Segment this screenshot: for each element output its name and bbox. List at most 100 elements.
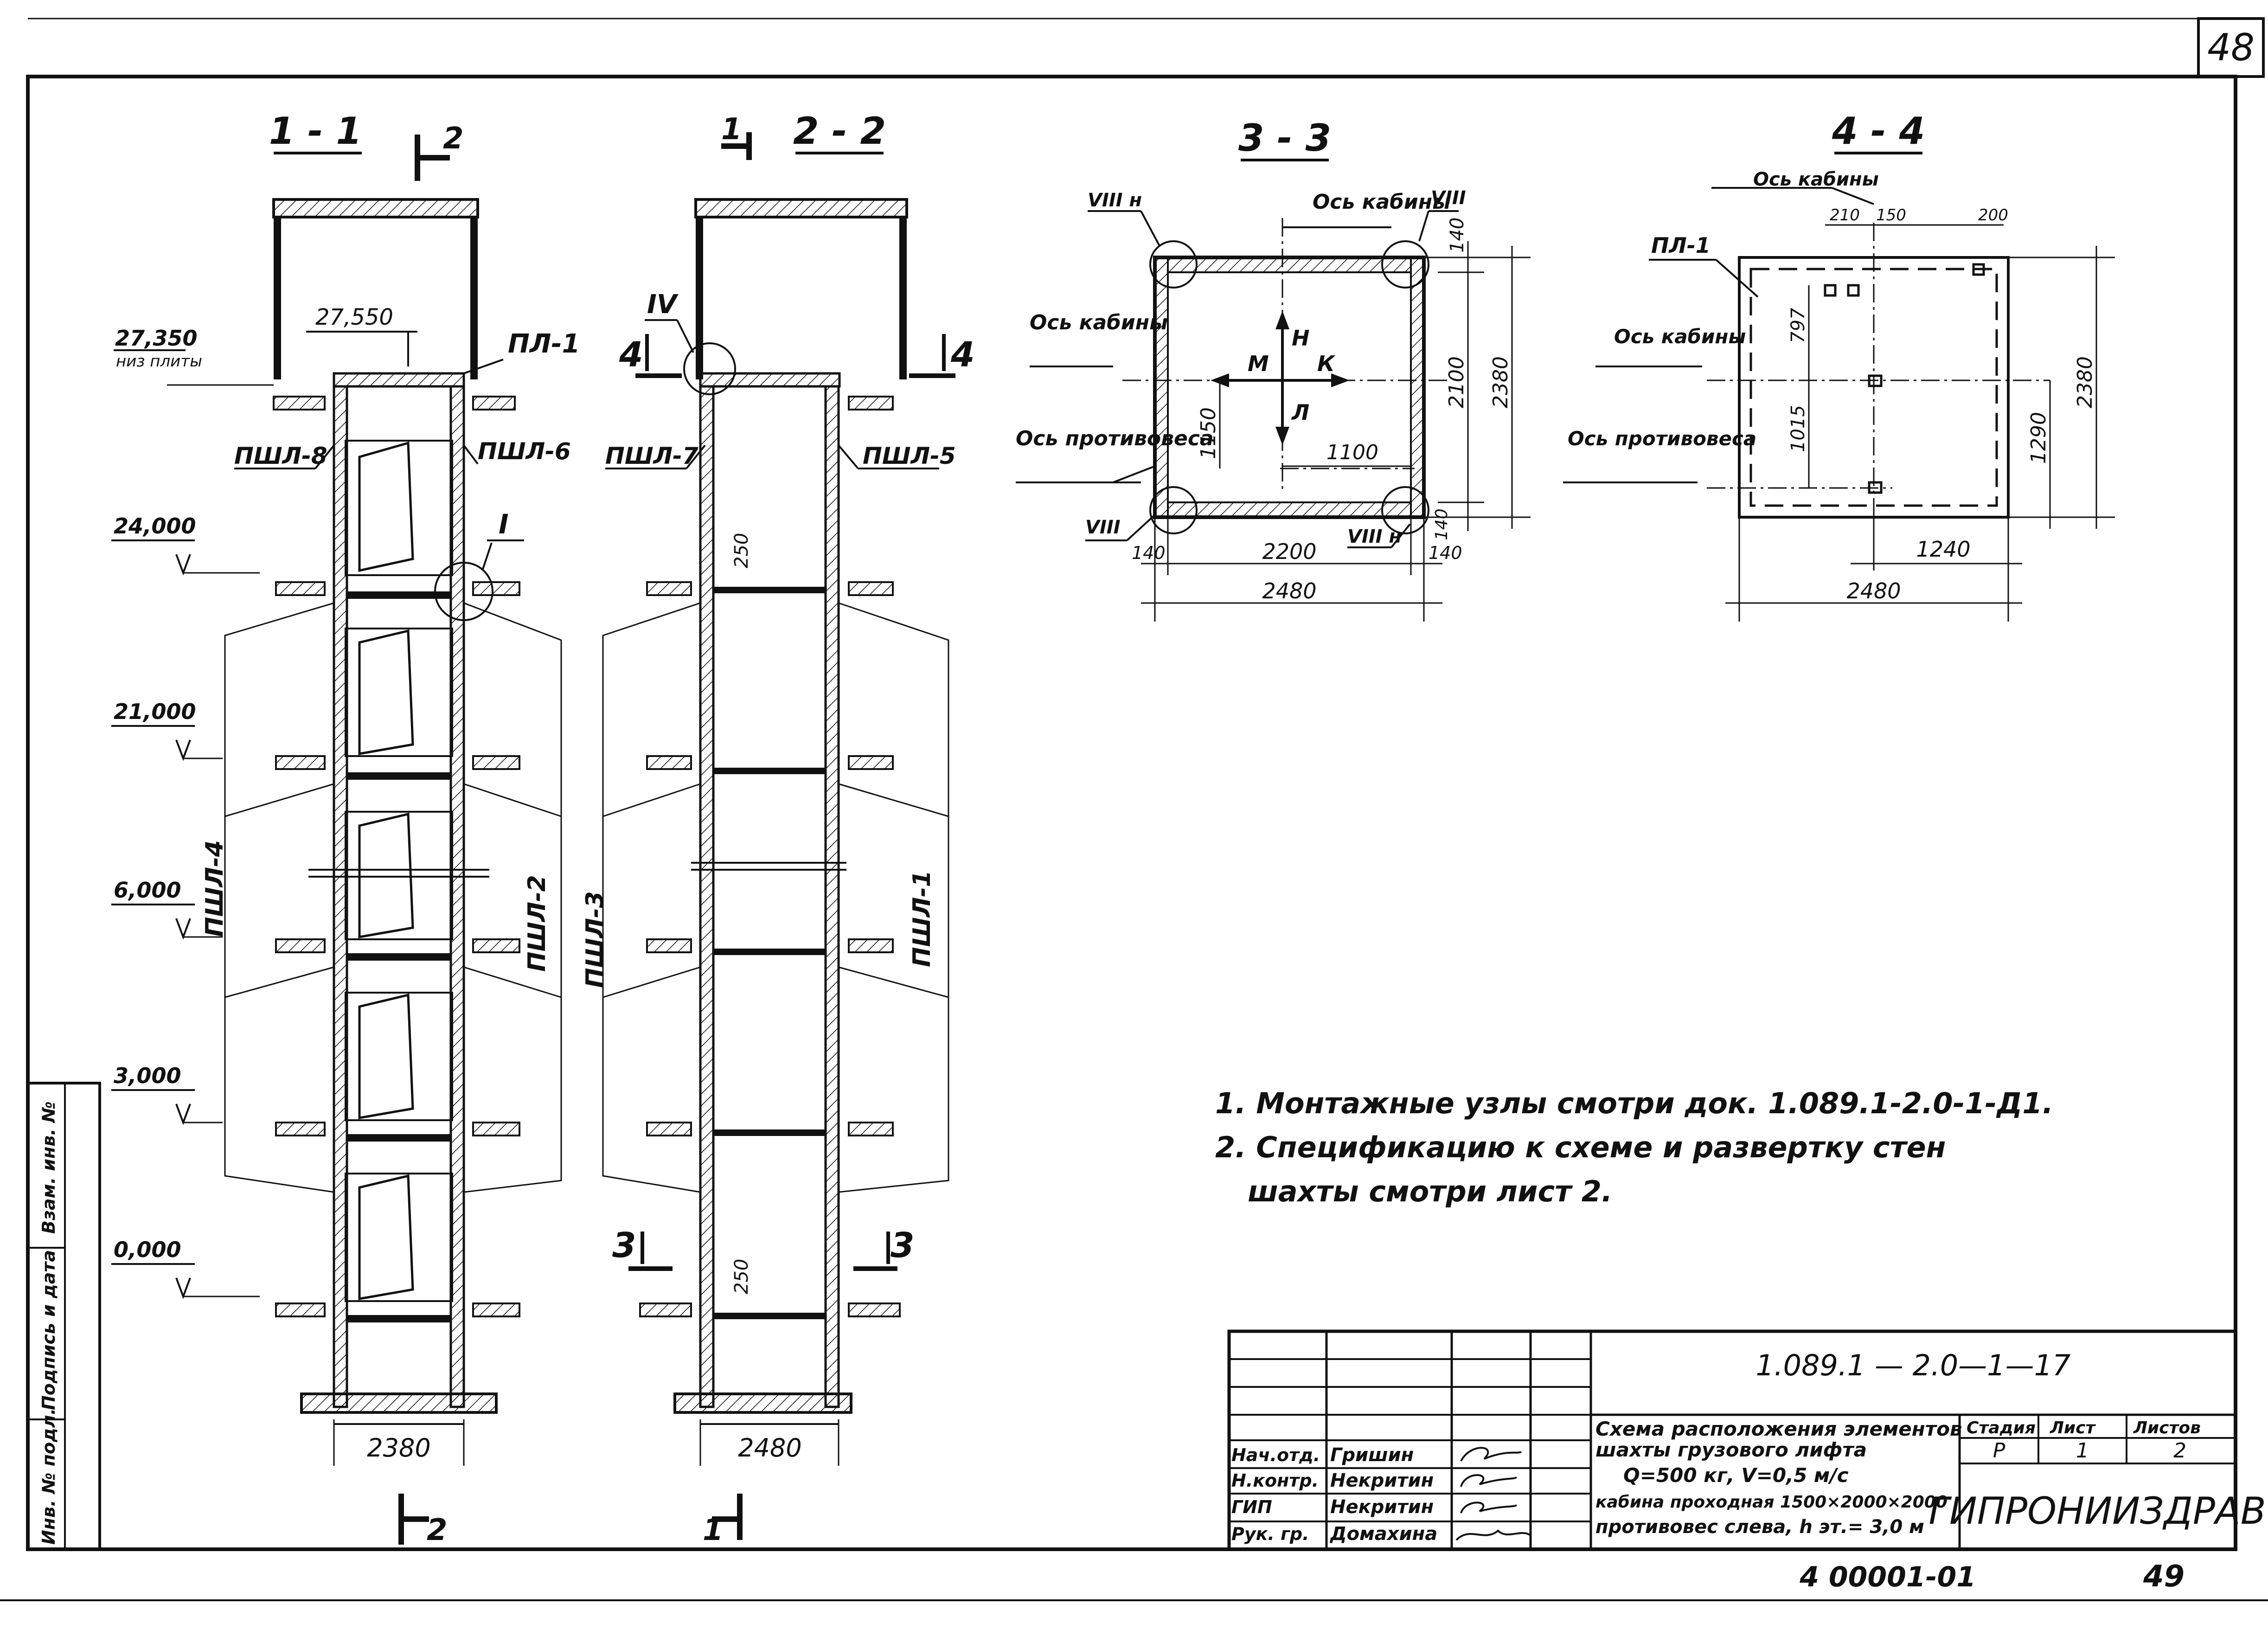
signer-role: Н.контр. (1231, 1470, 1319, 1491)
label-pshl1: ПШЛ-1 (908, 870, 936, 967)
section-2-2-floors (639, 396, 901, 1319)
signer-role: Нач.отд. (1231, 1445, 1320, 1465)
plan-4-4: 4 - 4 Ось кабины 210 150 200 ПЛ-1 Ось ка… (1563, 109, 2115, 622)
tb-sheet-header: Лист (2050, 1418, 2096, 1437)
section-1-1-title: 1 - 1 (269, 109, 362, 153)
axis-cabin-top-44: Ось кабины (1753, 169, 1879, 190)
mark-VIII-tr: VIII (1431, 187, 1466, 209)
signature (1455, 1529, 1531, 1541)
tb-desc-1: Схема расположения элементов (1595, 1418, 1962, 1440)
dir-N: Н (1292, 326, 1310, 351)
axis-cw-44: Ось противовеса (1568, 427, 1756, 450)
dim-1100: 1100 (1326, 441, 1378, 464)
signer-name: Некритин (1330, 1470, 1434, 1491)
dir-M: М (1248, 351, 1269, 376)
plan-4-4-title: 4 - 4 (1832, 109, 1925, 153)
dir-L: Л (1291, 400, 1309, 425)
label-pshl8: ПШЛ-8 (234, 443, 327, 469)
dim-2200: 2200 (1262, 539, 1316, 564)
dim-797: 797 (1787, 308, 1809, 343)
signer-role: ГИП (1231, 1497, 1272, 1517)
footer-page: 49 (2143, 1559, 2185, 1594)
axis-cabin-left-33: Ось кабины (1030, 311, 1168, 334)
elev-21000: 21,000 (114, 699, 196, 724)
side-stamp-inv: Инв. № подл. (38, 1408, 59, 1545)
signature (1460, 1501, 1517, 1514)
elev-3000: 3,000 (114, 1063, 181, 1088)
elev-0000: 0,000 (114, 1237, 181, 1262)
sheet-number: 48 (2207, 26, 2255, 69)
dim-210: 210 (1830, 206, 1860, 225)
label-pl1-44: ПЛ-1 (1651, 233, 1711, 258)
dim-2480-33: 2480 (1262, 578, 1316, 603)
axis-cabin-left-44: Ось кабины (1614, 325, 1746, 348)
dim-2480-44: 2480 (1846, 578, 1901, 603)
label-pshl2: ПШЛ-2 (523, 875, 551, 972)
dim-1015: 1015 (1787, 405, 1809, 452)
dim-140-br: 140 (1429, 543, 1462, 563)
plan-3-3: 3 - 3 Н М К Л Ось кабины Ось кабины Ось … (1016, 116, 1531, 622)
dir-K: К (1317, 351, 1336, 376)
cut-4-right: 4 (950, 335, 975, 375)
footer-code: 4 00001-01 (1799, 1561, 1976, 1593)
signature (1460, 1474, 1517, 1487)
tb-stage: Р (1993, 1439, 2005, 1463)
signer-role: Рук. гр. (1231, 1524, 1309, 1544)
label-detail-I: I (499, 508, 509, 540)
label-IV: IV (647, 289, 679, 320)
dim-1240: 1240 (1916, 537, 1970, 562)
dim-1290: 1290 (2027, 412, 2050, 464)
cut-mark-1-bottom: 1 (703, 1513, 724, 1547)
section-1-1-floors (273, 396, 520, 1322)
tb-desc-2: шахты грузового лифта (1595, 1438, 1867, 1461)
tb-stage-header: Стадия (1967, 1418, 2036, 1437)
tb-organization: ГИПРОНИИЗДРАВ (1928, 1489, 2266, 1533)
tb-desc-4: кабина проходная 1500×2000×2000 (1595, 1493, 1948, 1512)
dim-140-bottom-right: 140 (1432, 508, 1451, 540)
tb-code: 1.089.1 — 2.0—1—17 (1755, 1348, 2070, 1382)
elev-top-slab: 27,550 (315, 304, 393, 330)
plan-3-3-title: 3 - 3 (1238, 116, 1331, 160)
label-pshl7: ПШЛ-7 (605, 443, 698, 469)
tb-desc-3: Q=500 кг, V=0,5 м/с (1623, 1464, 1849, 1487)
section-2-2-title: 2 - 2 (793, 109, 886, 153)
tb-sheets: 2 (2173, 1439, 2186, 1463)
dim-2100: 2100 (1445, 356, 1468, 408)
dim-2480-s22: 2480 (738, 1433, 801, 1463)
elev-6000: 6,000 (114, 878, 181, 903)
signer-name: Гришин (1330, 1444, 1414, 1466)
side-stamp: Инв. № подл. Подпись и дата Взам. инв. № (28, 1101, 65, 1545)
dim-140-bl: 140 (1132, 543, 1166, 563)
dim-2380-44: 2380 (2073, 356, 2097, 408)
side-stamp-sign: Подпись и дата (38, 1250, 59, 1410)
note-1: 1. Монтажные узлы смотри док. 1.089.1-2.… (1215, 1086, 2053, 1120)
dim-200: 200 (1978, 206, 2008, 225)
section-1-1: 1 - 1 2 27,550 ПЛ-1 (201, 109, 580, 1547)
label-pl1: ПЛ-1 (508, 329, 580, 359)
axis-cabin-top-33: Ось кабины (1313, 190, 1451, 214)
cut-3-right: 3 (891, 1226, 915, 1265)
elev-note: низ плиты (116, 352, 202, 371)
cut-4-left: 4 (619, 335, 643, 375)
cut-mark-2-top: 2 (443, 122, 464, 156)
dim-2380-33: 2380 (1489, 356, 1512, 408)
signer-name: Некритин (1330, 1496, 1434, 1518)
dim-1150: 1150 (1197, 407, 1220, 459)
sheet-frame (0, 17, 2268, 1601)
axis-cw-33: Ось противовеса (1016, 427, 1214, 450)
dim-250-top: 250 (731, 533, 752, 568)
signer-name: Домахина (1329, 1523, 1437, 1545)
mark-VIII-bl: VIII (1085, 517, 1121, 538)
cut-mark-1-top: 1 (721, 112, 742, 147)
dim-140-right: 140 (1447, 218, 1468, 253)
label-pshl3: ПШЛ-3 (581, 891, 609, 988)
label-pshl5: ПШЛ-5 (863, 443, 956, 469)
cut-3-left: 3 (612, 1226, 636, 1265)
note-3: шахты смотри лист 2. (1248, 1174, 1612, 1208)
dim-2380: 2380 (367, 1433, 430, 1463)
section-2-2: 2 - 2 1 IV 4 4 (581, 109, 975, 1547)
tb-desc-5: противовес слева, h эт.= 3,0 м (1595, 1516, 1924, 1538)
side-stamp-replace: Взам. инв. № (38, 1101, 59, 1234)
label-pshl6: ПШЛ-6 (478, 438, 571, 465)
